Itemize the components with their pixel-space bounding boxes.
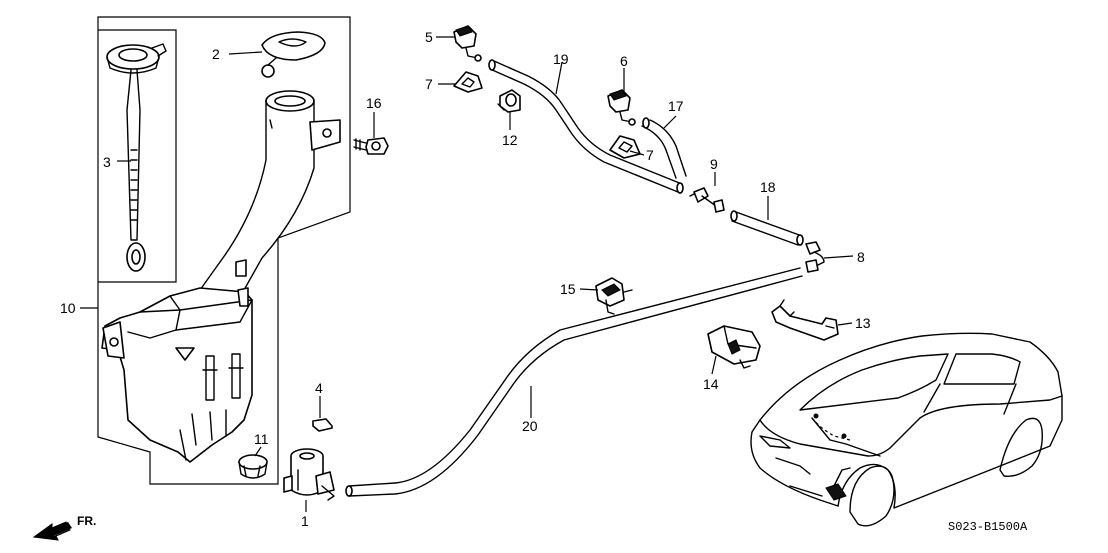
tank-group-outline <box>97 16 351 485</box>
callout-10: 10 <box>60 300 76 316</box>
nozzle-grommet-lower-part <box>609 135 641 159</box>
car-illustration <box>750 332 1063 527</box>
dipstick-cap-part <box>106 43 167 272</box>
callout-17: 17 <box>668 98 684 114</box>
callout-8: 8 <box>857 249 865 265</box>
connector-part <box>707 325 761 369</box>
callout-7b: 7 <box>646 147 654 163</box>
callout-16: 16 <box>366 95 382 111</box>
front-direction-indicator: FR. <box>32 514 96 541</box>
washer-nozzle-left-part <box>453 25 482 62</box>
short-hose-part <box>641 117 687 179</box>
hose-bracket-part <box>771 299 839 341</box>
mid-hose-part <box>730 210 804 246</box>
callout-19: 19 <box>553 51 569 67</box>
callout-12: 12 <box>502 132 518 148</box>
callout-6: 6 <box>620 53 628 69</box>
filler-cap-part <box>261 31 326 78</box>
front-label: FR. <box>77 514 96 528</box>
callout-15: 15 <box>560 281 576 297</box>
upper-hose-part <box>488 59 684 194</box>
nozzle-grommet-upper-part <box>453 71 483 93</box>
hose-clip-upper-part <box>497 89 521 113</box>
hose-clip-lower-part <box>595 277 633 315</box>
bolt-part <box>353 137 389 155</box>
callout-1: 1 <box>301 513 309 529</box>
callout-11: 11 <box>254 431 269 447</box>
callout-2: 2 <box>212 46 220 62</box>
callout-labels: 1 2 3 4 5 6 7 7 8 9 10 11 12 13 14 15 16… <box>60 29 871 529</box>
long-hose-part <box>345 267 803 497</box>
washer-nozzle-right-part <box>607 89 636 126</box>
callout-3: 3 <box>103 154 111 170</box>
reference-code: S023-B1500A <box>948 520 1028 534</box>
elbow-joint-part <box>805 241 825 273</box>
callout-20: 20 <box>522 418 538 434</box>
callout-18: 18 <box>760 179 776 195</box>
callout-13: 13 <box>855 315 871 331</box>
callout-5: 5 <box>425 29 433 45</box>
reservoir-tank-part <box>101 90 341 463</box>
grommet-part <box>238 454 268 479</box>
callout-9: 9 <box>710 156 718 172</box>
hose-joint-part <box>689 187 725 213</box>
dipstick-inner-outline <box>98 29 177 283</box>
callout-14: 14 <box>703 376 719 392</box>
seal-part <box>312 418 333 432</box>
callout-4: 4 <box>315 380 323 396</box>
washer-pump-part <box>283 448 335 501</box>
callout-7a: 7 <box>425 76 433 92</box>
leader-lines <box>80 36 854 512</box>
